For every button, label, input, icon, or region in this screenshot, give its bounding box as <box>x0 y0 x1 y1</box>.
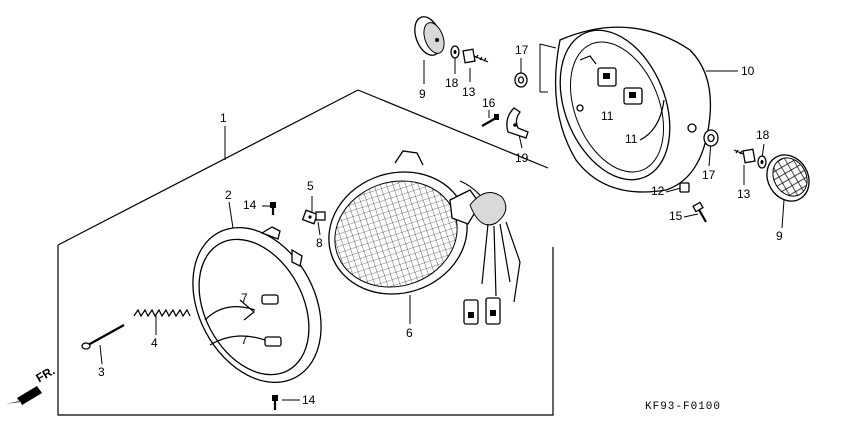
front-direction-arrow-icon <box>6 386 42 405</box>
callout-9-right: 9 <box>776 229 783 243</box>
callout-6: 6 <box>406 326 413 340</box>
drawing-code: KF93-F0100 <box>645 401 722 413</box>
callout-17-right: 17 <box>702 168 716 182</box>
nut-5 <box>301 209 319 225</box>
washer-17-right <box>703 129 719 147</box>
callout-18-right: 18 <box>756 128 770 142</box>
adjust-screw <box>81 324 125 350</box>
bolt-13-top <box>462 48 489 64</box>
bracket-19 <box>506 107 529 139</box>
rim-screw-bottom <box>272 395 278 410</box>
headlight-case <box>554 26 712 193</box>
callout-7-lower: 7 <box>241 333 248 347</box>
callout-7-upper: 7 <box>241 291 248 305</box>
sealed-beam-unit <box>328 150 521 325</box>
callout-16: 16 <box>482 96 496 110</box>
callout-2: 2 <box>225 188 232 202</box>
callout-14-top: 14 <box>243 198 257 212</box>
callout-11-right: 11 <box>625 132 638 146</box>
washer-18-right <box>757 155 767 169</box>
adjust-spring <box>133 308 191 318</box>
bolt-13-right <box>733 148 756 164</box>
rim-screw-top <box>270 202 276 215</box>
callout-15: 15 <box>669 209 683 223</box>
callout-3: 3 <box>98 365 105 379</box>
callout-13-top: 13 <box>462 85 476 99</box>
nut-12 <box>679 182 690 193</box>
callout-9-top: 9 <box>419 87 426 101</box>
callout-1: 1 <box>220 111 227 125</box>
screw-15 <box>692 201 707 223</box>
callout-13-right: 13 <box>737 187 751 201</box>
callout-17-top: 17 <box>515 43 529 57</box>
callout-10: 10 <box>741 64 755 78</box>
headlight-rim <box>192 226 322 384</box>
callout-4: 4 <box>151 336 158 350</box>
callout-11-left: 11 <box>601 109 614 123</box>
screw-16 <box>481 114 499 127</box>
cap-9-right <box>766 154 810 202</box>
callout-14-bottom: 14 <box>302 393 316 407</box>
callout-12: 12 <box>651 184 665 198</box>
nut-8 <box>315 211 326 221</box>
callout-19: 19 <box>515 151 529 165</box>
washer-18-top <box>450 45 460 59</box>
cap-9-top <box>414 16 445 56</box>
washer-17-top <box>514 72 528 88</box>
callout-5: 5 <box>307 179 314 193</box>
callout-18-top: 18 <box>445 76 459 90</box>
callout-8: 8 <box>316 236 323 250</box>
assembly-outline <box>57 89 554 416</box>
